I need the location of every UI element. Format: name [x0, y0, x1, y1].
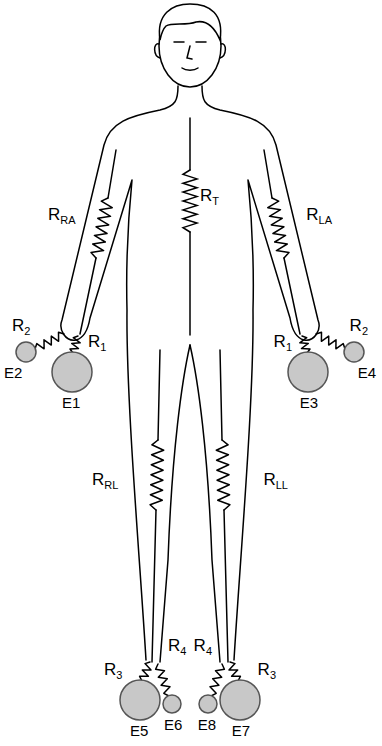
- electrode-label: E1: [62, 394, 80, 412]
- eyes: [174, 41, 206, 43]
- resistor-label: R1: [88, 332, 106, 354]
- right-half: [190, 86, 364, 720]
- resistor-label: RRL: [92, 470, 118, 492]
- resistor-label: R3: [104, 660, 122, 682]
- resistor-symbol: [183, 170, 197, 232]
- electrode-label: E3: [300, 394, 318, 412]
- hair: [159, 4, 220, 40]
- electrode-label: E2: [4, 364, 22, 382]
- resistor-label: R2: [350, 316, 368, 338]
- resistor-label: R4: [168, 636, 186, 658]
- resistor-label: RLA: [306, 205, 332, 227]
- mouth: [182, 68, 198, 70]
- electrode-label: E8: [198, 716, 216, 734]
- ears: [155, 44, 226, 58]
- nose: [187, 46, 192, 59]
- resistor-label: R1: [274, 332, 292, 354]
- resistor-label: RT: [200, 186, 219, 208]
- wire: [189, 118, 191, 335]
- electrode-label: E7: [232, 722, 250, 740]
- resistor-label: RLL: [263, 470, 288, 492]
- electrode-label: E5: [130, 722, 148, 740]
- resistor-label: R2: [12, 316, 30, 338]
- resistor-label: RRA: [48, 205, 76, 227]
- electrode-label: E4: [358, 364, 376, 382]
- electrode-label: E6: [164, 716, 182, 734]
- resistor-label: R3: [258, 660, 276, 682]
- head: [159, 5, 221, 87]
- resistor-label: R4: [194, 636, 212, 658]
- left-half: [16, 86, 190, 720]
